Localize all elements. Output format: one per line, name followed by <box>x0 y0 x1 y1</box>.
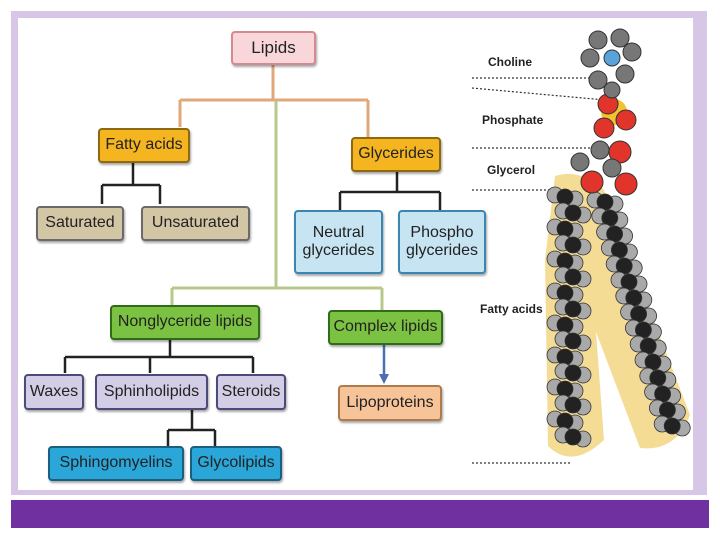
phosphate-label: Phosphate <box>482 113 544 127</box>
lipoproteins-label: Lipoproteins <box>346 393 434 411</box>
glycerides-box: Glycerides <box>351 137 441 172</box>
atom <box>564 204 582 222</box>
atom <box>564 428 582 446</box>
atom <box>611 241 628 259</box>
lipids-label: Lipids <box>251 38 296 58</box>
sphingomyelins-label: Sphingomyelins <box>59 454 173 472</box>
fatty-acids-box: Fatty acids <box>98 128 190 163</box>
sphingolipids-box: Sphinholipids <box>95 374 208 410</box>
atom <box>620 273 638 291</box>
atom <box>564 300 582 318</box>
atom <box>564 332 582 350</box>
atom <box>615 257 633 275</box>
atom <box>556 348 574 366</box>
steroids-label: Steroids <box>221 382 281 400</box>
head-group-atoms <box>570 28 642 196</box>
fatty-acid-tail-atoms <box>546 186 691 448</box>
atom <box>556 316 574 334</box>
atom <box>564 364 582 382</box>
complex-lipids-label: Complex lipids <box>333 318 438 336</box>
saturated-box: Saturated <box>36 206 124 241</box>
glycerides-label: Glycerides <box>358 145 434 163</box>
phospho-glycerides-box: Phospho glycerides <box>398 210 486 274</box>
lipoproteins-box: Lipoproteins <box>338 385 442 421</box>
complex-lipids-box: Complex lipids <box>328 310 443 345</box>
atom <box>556 380 574 398</box>
waxes-box: Waxes <box>24 374 84 410</box>
atom <box>654 385 671 403</box>
nonglyceride-lipids-label: Nonglyceride lipids <box>117 313 253 331</box>
atom <box>639 337 657 355</box>
atom <box>564 396 582 414</box>
choline-label: Choline <box>488 55 532 69</box>
glycolipids-box: Glycolipids <box>190 446 282 481</box>
atom <box>606 225 623 243</box>
glycerol-label: Glycerol <box>487 163 536 177</box>
phospho-glycerides-label: Phospho glycerides <box>405 223 479 259</box>
atom <box>635 321 652 339</box>
glycolipids-label: Glycolipids <box>197 454 275 472</box>
waxes-label: Waxes <box>29 382 79 400</box>
atom <box>556 188 574 206</box>
atom <box>625 289 643 307</box>
atom <box>649 369 667 387</box>
atom <box>663 417 681 435</box>
atom <box>644 353 662 371</box>
saturated-label: Saturated <box>45 214 115 232</box>
neutral-glycerides-label: Neutral glycerides <box>302 223 375 259</box>
steroids-box: Steroids <box>216 374 286 410</box>
lipids-box: Lipids <box>231 31 316 65</box>
atom <box>564 236 582 254</box>
unsaturated-box: Unsaturated <box>141 206 250 241</box>
atom <box>601 209 619 227</box>
fatty-acids-molecule-label: Fatty acids <box>480 302 543 316</box>
atom <box>556 252 574 270</box>
atom <box>596 193 614 211</box>
footer-bar <box>11 500 709 528</box>
atom <box>556 412 574 430</box>
neutral-glycerides-box: Neutral glycerides <box>294 210 383 274</box>
atom <box>659 401 676 419</box>
atom <box>556 220 574 238</box>
nonglyceride-lipids-box: Nonglyceride lipids <box>110 305 260 340</box>
atom <box>630 305 647 323</box>
atom <box>564 268 582 286</box>
unsaturated-label: Unsaturated <box>151 214 240 232</box>
fatty-acids-label: Fatty acids <box>105 136 183 154</box>
atom <box>556 284 574 302</box>
sphingomyelins-box: Sphingomyelins <box>48 446 184 481</box>
sphingolipids-label: Sphinholipids <box>103 382 200 400</box>
